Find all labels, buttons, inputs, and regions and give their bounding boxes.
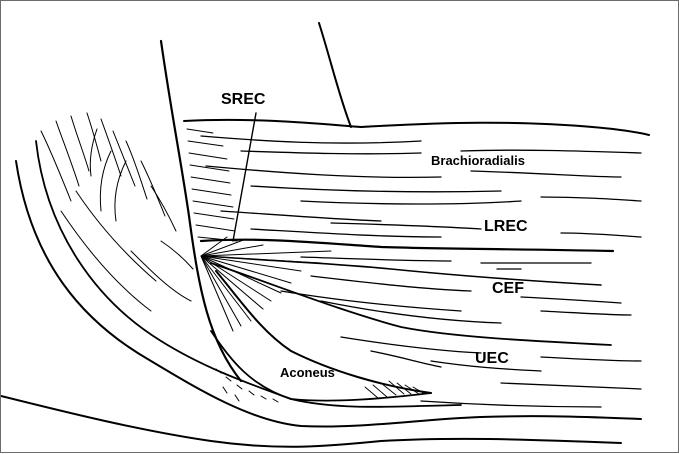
elbow-inner-skin — [36, 141, 461, 407]
cef-uec-boundary — [211, 263, 611, 345]
label-cef: CEF — [492, 281, 524, 297]
upper-arm-outline — [319, 23, 351, 127]
srec-leader-line — [233, 113, 256, 241]
olecranon-hatching — [41, 113, 193, 311]
cef-fibers — [281, 269, 631, 323]
label-srec: SREC — [221, 92, 265, 108]
common-tendon-fan — [201, 237, 331, 331]
label-uec: UEC — [475, 351, 509, 367]
elbow-outer-skin — [16, 161, 641, 427]
brachioradialis-fibers — [201, 136, 641, 221]
srec-hatching — [187, 129, 237, 241]
label-brachioradialis: Brachioradialis — [431, 154, 525, 167]
label-lrec: LREC — [484, 219, 528, 235]
label-aconeus: Aconeus — [280, 366, 335, 379]
